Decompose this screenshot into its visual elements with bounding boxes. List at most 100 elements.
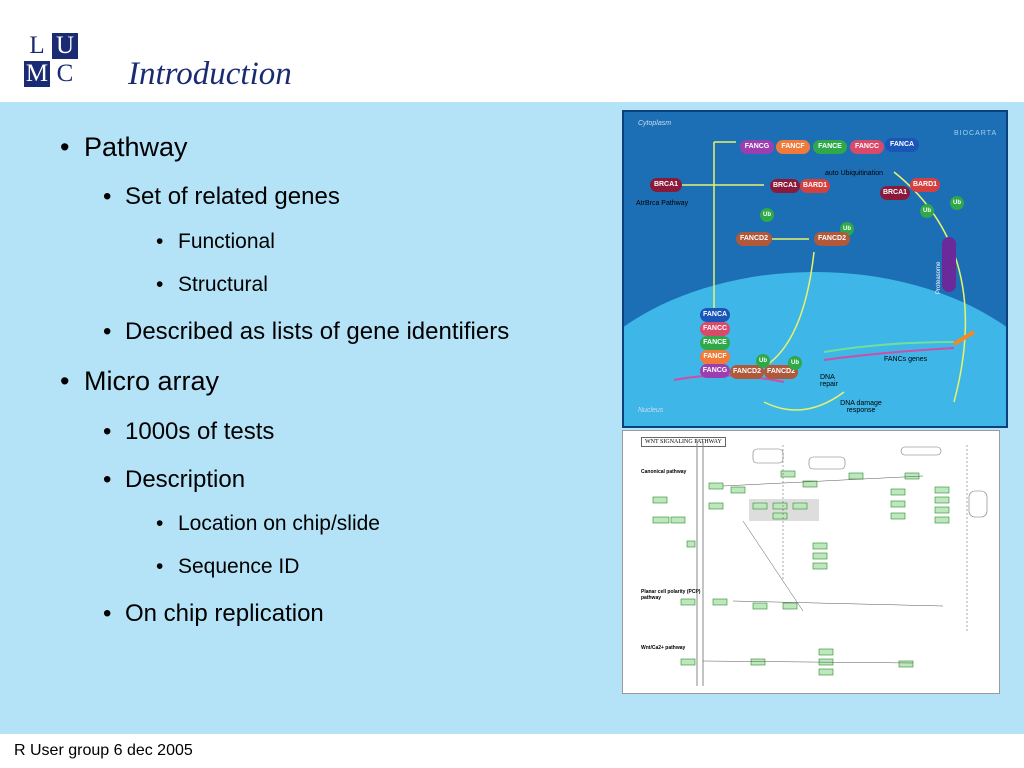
ca-section-label: Wnt/Ca2+ pathway (641, 645, 686, 651)
proteasome-label: Proteasome (936, 261, 942, 294)
fancd2-node: FANCD2 (730, 365, 764, 379)
arrow-line (702, 660, 914, 664)
logo-letter-m: M (24, 60, 50, 87)
gene-box (904, 472, 920, 480)
bard1-node: BARD1 (800, 179, 830, 193)
gene-box (750, 658, 766, 666)
ub-node: Ub (756, 354, 770, 368)
auto-ubiquitination-label: auto Ubiquitination (825, 170, 883, 177)
fance-node: FANCE (700, 336, 730, 350)
dna-strand (823, 347, 955, 361)
brca1-node: BRCA1 (880, 186, 910, 200)
gene-box (680, 598, 696, 606)
fanca-genes-label: FANCs genes (884, 356, 928, 363)
gene-box (782, 602, 798, 610)
gene-box (934, 516, 950, 524)
bullet-dot: • (156, 273, 164, 296)
bullet-dot: • (156, 555, 164, 578)
gene-box (934, 486, 950, 494)
gene-box (812, 542, 828, 550)
gene-box (848, 472, 864, 480)
bullet-item: • Structural (156, 273, 268, 297)
gene-box (772, 512, 788, 520)
biocarta-pathway-figure: Cytoplasm Nucleus BIOCARTA FANCG FANCF F… (622, 110, 1008, 428)
bullet-dot: • (103, 600, 112, 627)
annotation-box (752, 448, 784, 464)
bullet-item: • Micro array (60, 366, 219, 397)
arrow-line (952, 330, 976, 346)
dna-damage-label: DNA damage response (840, 400, 882, 414)
fancf-node: FANCF (776, 140, 810, 154)
gene-box (712, 598, 728, 606)
arrow-line (722, 475, 924, 487)
bullet-dot: • (156, 230, 164, 253)
bullet-text: Micro array (84, 366, 220, 396)
logo-letter-c: C (52, 61, 78, 87)
fancg-node: FANCG (700, 364, 730, 378)
gene-box (792, 502, 808, 510)
fancf-node: FANCF (700, 350, 730, 364)
bullet-dot: • (156, 512, 164, 535)
fancc-node: FANCC (850, 140, 884, 154)
gene-box (898, 660, 914, 668)
slide-footer: R User group 6 dec 2005 (0, 734, 1024, 768)
gene-box (934, 506, 950, 514)
gene-box (934, 496, 950, 504)
gene-box (890, 512, 906, 520)
bullet-dot: • (103, 183, 112, 210)
bullet-text: Description (125, 466, 246, 493)
fanca-node: FANCA (700, 308, 730, 322)
bard1-node: BARD1 (910, 178, 940, 192)
wnt-diagram (652, 441, 988, 686)
bullet-item: • Functional (156, 230, 275, 254)
gene-box (772, 502, 788, 510)
gene-box (818, 648, 834, 656)
gene-box (652, 496, 668, 504)
pathway-background (624, 141, 1006, 426)
annotation-box (968, 490, 988, 518)
cytoplasm-label: Cytoplasm (638, 120, 672, 127)
bullet-item: • On chip replication (103, 600, 324, 628)
ub-node: Ub (788, 356, 802, 370)
gene-box (708, 482, 724, 490)
pcp-section-label: Planar cell polarity (PCP) pathway (641, 589, 701, 601)
brca1-node: BRCA1 (770, 179, 800, 193)
bullet-text: Set of related genes (125, 183, 340, 210)
gene-box (812, 552, 828, 560)
canonical-section-label: Canonical pathway (641, 469, 687, 475)
gene-box (812, 562, 828, 570)
brca1-node: BRCA1 (650, 178, 682, 192)
fancg-node: FANCG (740, 140, 774, 154)
wnt-figure-title: WNT SIGNALING PATHWAY (641, 437, 726, 447)
pathway-label: AtrBrca Pathway (636, 200, 689, 207)
dna-strand (823, 341, 955, 353)
bullet-item: • Pathway (60, 132, 188, 163)
bullet-text: Pathway (84, 132, 188, 162)
bullet-dot: • (60, 132, 70, 162)
bullet-text: 1000s of tests (125, 418, 275, 445)
nucleus-label: Nucleus (638, 407, 664, 414)
ub-node: Ub (950, 196, 964, 210)
gene-box (780, 470, 796, 478)
slide-header: L U M C Introduction (0, 0, 1024, 102)
gene-box (730, 486, 746, 494)
annotation-box (808, 456, 846, 470)
slide-title: Introduction (128, 56, 292, 92)
ub-node: Ub (920, 204, 934, 218)
bullet-item: • Described as lists of gene identifiers (103, 318, 509, 346)
bullet-dot: • (60, 366, 70, 396)
wnt-pathway-figure: WNT SIGNALING PATHWAY Canonical pathway … (622, 430, 1000, 694)
bullet-dot: • (103, 318, 112, 345)
fancd2-node: FANCD2 (736, 232, 772, 246)
bullet-text: Described as lists of gene identifiers (125, 318, 510, 345)
gene-box (686, 540, 696, 548)
bullet-text: Location on chip/slide (178, 512, 380, 535)
fancd2-node: FANCD2 (764, 365, 798, 379)
footer-text: R User group 6 dec 2005 (14, 742, 193, 759)
arrow-line (732, 600, 944, 607)
dna-repair-label: DNA repair (820, 374, 838, 388)
gene-box (752, 502, 768, 510)
fance-node: FANCE (813, 140, 847, 154)
gene-box (752, 602, 768, 610)
annotation-box (900, 446, 942, 456)
